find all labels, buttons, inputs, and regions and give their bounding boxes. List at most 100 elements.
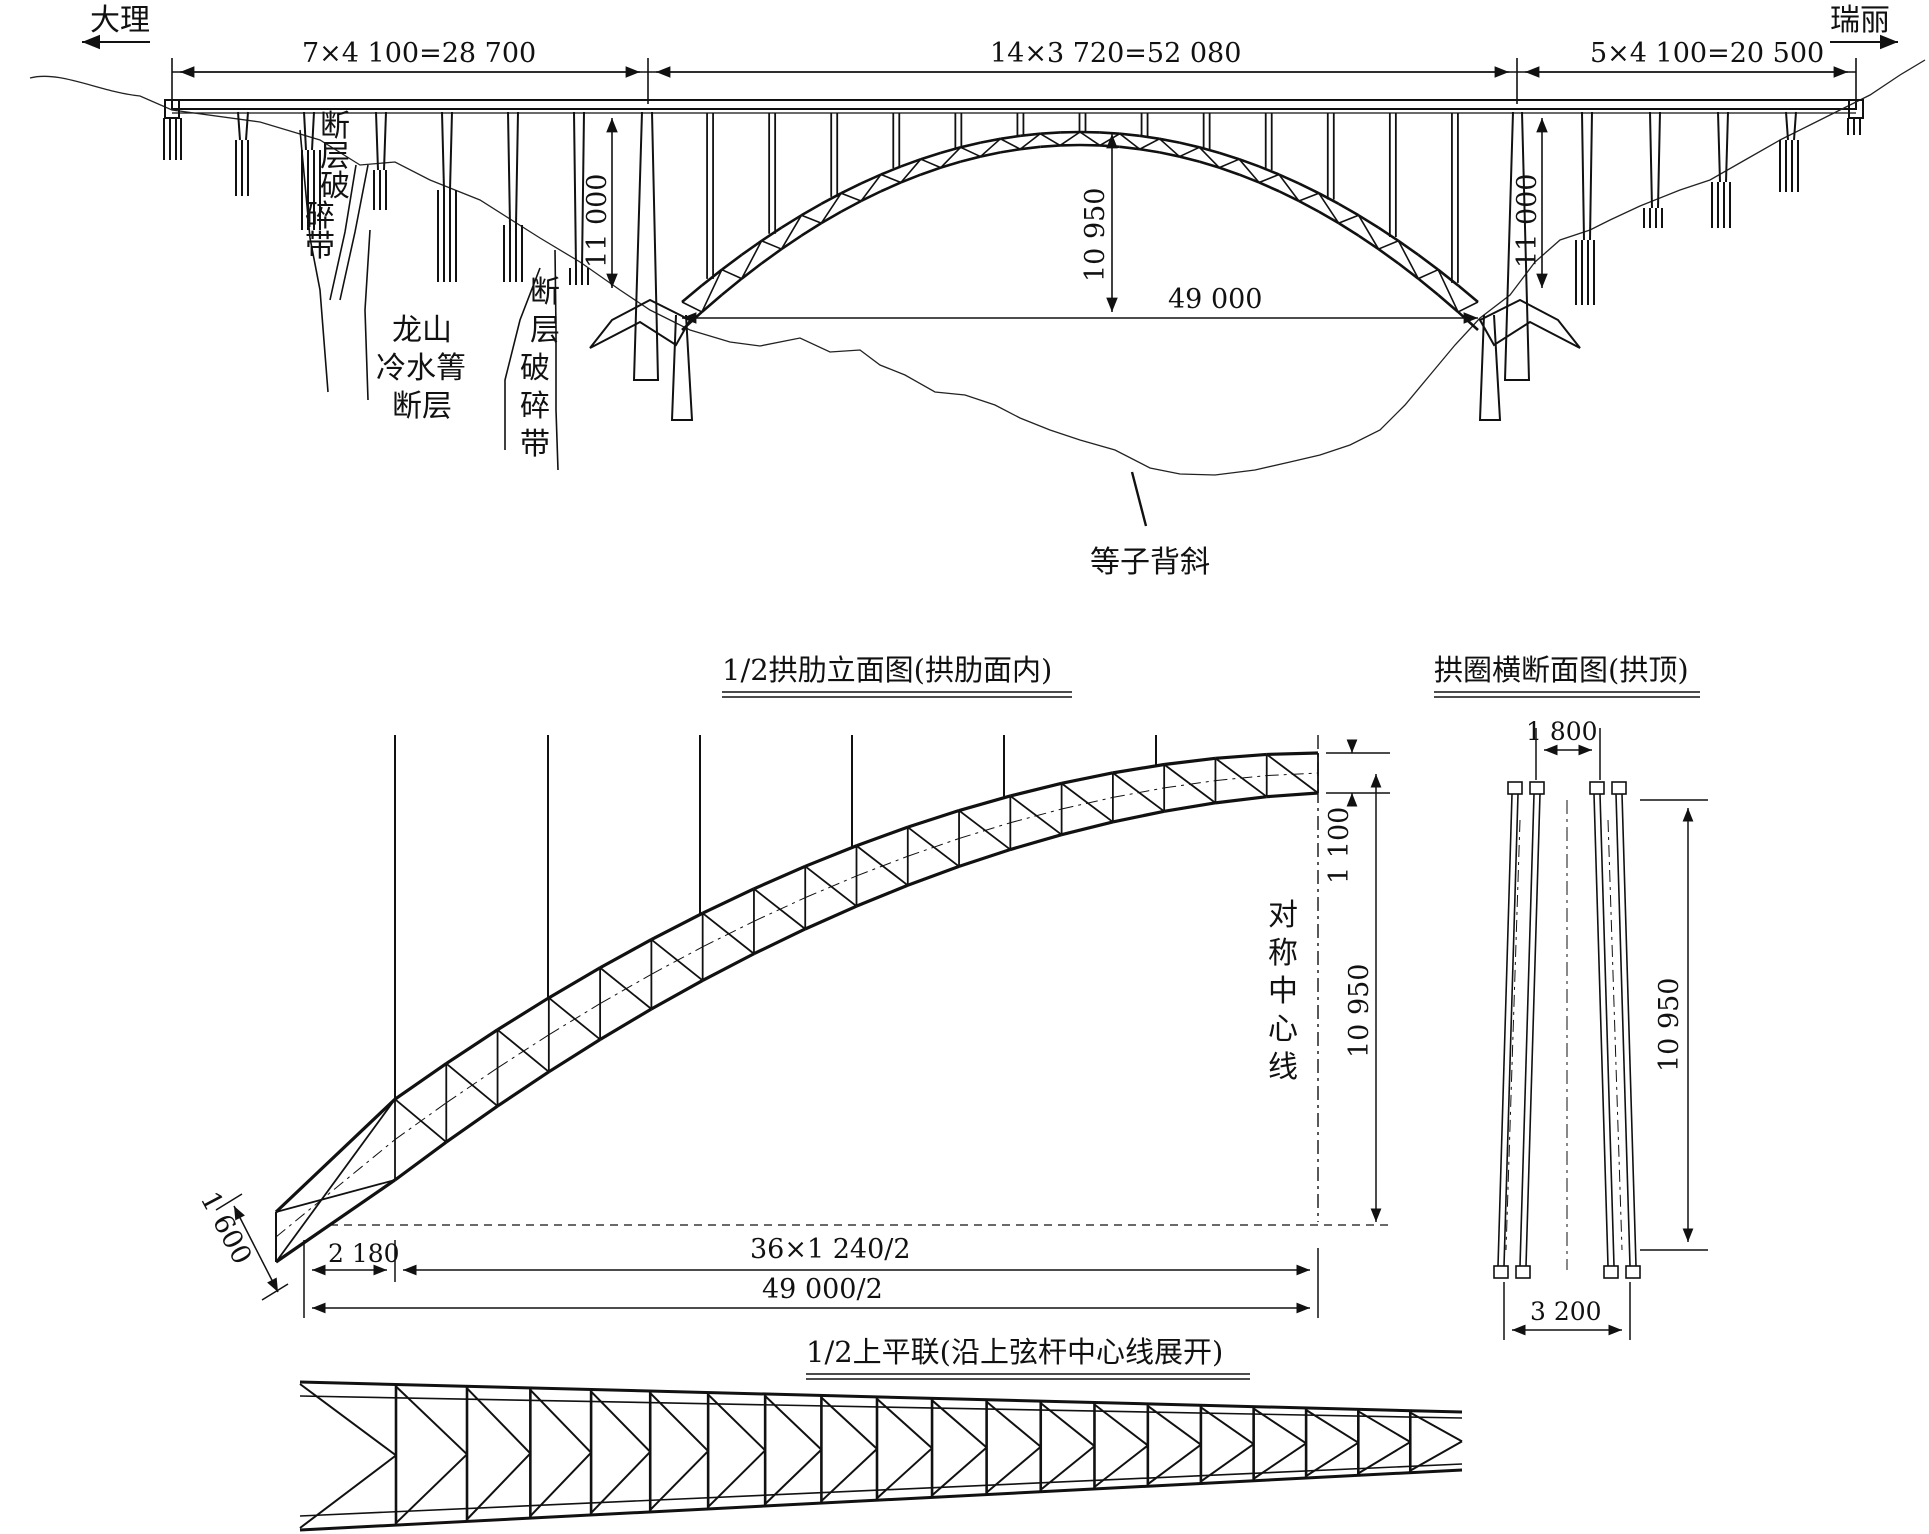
arch-web-diagonal <box>1318 192 1340 224</box>
bracing-chevron <box>1357 1410 1411 1443</box>
rib-upper-chord <box>958 794 1011 813</box>
rib-lower-chord <box>394 1140 448 1182</box>
rib-upper-chord <box>496 996 550 1032</box>
arch-lower-chord <box>960 155 981 163</box>
rib-axis-line <box>651 946 703 975</box>
svg-text:碎: 碎 <box>520 389 550 424</box>
rib-lower-chord <box>855 883 909 908</box>
bracing-chevron <box>1200 1443 1255 1483</box>
bracing-chevron <box>1409 1440 1463 1472</box>
bracing-inner-bottom <box>299 1463 1463 1517</box>
arch-lower-chord <box>701 293 723 313</box>
arch-lower-chord <box>860 190 882 203</box>
fault-zone-label-2: 断 层 破 碎 带 <box>520 275 560 462</box>
rib-lower-chord <box>1163 801 1216 813</box>
rib-upper-chord <box>855 825 909 848</box>
rib-upper-chord <box>394 1062 448 1101</box>
span-center-label: 14×3 720=52 080 <box>990 38 1241 69</box>
crown-depth-dim <box>1326 739 1390 807</box>
rib-axis-line <box>1266 772 1319 777</box>
arch-lower-chord <box>1099 144 1120 149</box>
rib-axis-line <box>599 973 652 1005</box>
rib-upper-chord <box>599 938 653 970</box>
arch-web-diagonal <box>1278 174 1300 202</box>
arch-upper-chord <box>1218 151 1240 161</box>
half-span-label: 49 000/2 <box>762 1274 883 1305</box>
arch-web-diagonal <box>1059 131 1081 147</box>
arch-upper-chord <box>1199 146 1220 155</box>
cross-section-title: 拱圈横断面图(拱顶) <box>1434 653 1689 687</box>
span-dimensions <box>171 58 1857 104</box>
arch-web-diagonal <box>1218 158 1240 169</box>
bracing-chevron <box>1305 1441 1359 1477</box>
rib-upper-chord <box>548 966 601 1000</box>
svg-text:断: 断 <box>530 275 560 310</box>
arch-lower-chord <box>1199 160 1220 169</box>
rib-diagonal <box>702 912 755 955</box>
rib-axis-line <box>1061 796 1113 810</box>
arch-web-diagonal <box>920 158 942 169</box>
bracing-chevron <box>1357 1441 1411 1475</box>
bracing-chevron <box>764 1395 823 1451</box>
arch-upper-chord <box>681 284 703 303</box>
fault-name-label: 龙山 冷水箐 断层 <box>376 313 466 424</box>
arch-web-diagonal <box>761 240 782 250</box>
svg-text:称: 称 <box>1268 936 1298 971</box>
rib-upper-chord <box>1163 756 1216 767</box>
rib-upper-chord <box>650 911 704 941</box>
rib-upper-chord <box>701 887 755 915</box>
bracing-chevron <box>876 1447 933 1499</box>
arch-lower-chord <box>1000 147 1021 154</box>
rib-rise-label: 10 950 <box>1344 964 1375 1058</box>
rib-axis-line <box>856 855 908 877</box>
arch-upper-chord <box>780 214 803 229</box>
rib-horizontal-dims <box>303 1240 1319 1318</box>
section-height-label: 10 950 <box>1654 978 1685 1072</box>
rib-lower-chord <box>650 979 704 1011</box>
arch-lower-chord <box>1357 234 1380 251</box>
rib-axis-line <box>497 1034 550 1069</box>
bracing-chevron <box>395 1385 468 1456</box>
arch-lower-chord <box>840 199 862 213</box>
arch-upper-chord <box>1139 134 1160 141</box>
arch-lower-chord <box>1218 166 1240 176</box>
arch-web-diagonal <box>721 268 743 280</box>
rib-diagonal <box>1112 772 1165 813</box>
rib-lower-chord <box>958 848 1011 868</box>
arch-upper-chord <box>1318 192 1340 205</box>
rib-lower-chord <box>804 904 858 931</box>
bracing-top-chord <box>299 1380 1463 1414</box>
arch-upper-chord <box>1040 131 1061 135</box>
arch-web-diagonal <box>820 192 842 224</box>
arch-web-diagonal <box>1159 138 1181 158</box>
arch-upper-chord <box>1119 132 1140 138</box>
arch-lower-chord <box>1437 293 1459 313</box>
bracing-chevron <box>1200 1406 1255 1445</box>
arch-lower-chord <box>980 151 1001 158</box>
arch-web-diagonal <box>1000 138 1021 150</box>
rib-lower-chord <box>599 1007 653 1041</box>
lateral-bracing-truss <box>299 1380 1463 1532</box>
rib-upper-chord <box>1215 752 1267 760</box>
arch-lower-chord <box>1179 155 1200 163</box>
bracing-bottom-chord <box>299 1468 1463 1532</box>
svg-text:带: 带 <box>305 229 335 264</box>
svg-text:破: 破 <box>520 351 550 386</box>
arch-web-diagonal <box>1298 192 1320 202</box>
arch-upper-chord <box>740 239 763 256</box>
arch-upper-chord <box>1179 141 1200 149</box>
pier-height-left-label: 11 000 <box>582 174 613 268</box>
bracing-chevron <box>1040 1402 1096 1447</box>
svg-text:对: 对 <box>1268 898 1298 933</box>
arch-web-diagonal <box>1258 173 1280 184</box>
arch-lower-chord <box>1318 210 1340 225</box>
rib-truss <box>274 751 1319 1264</box>
rib-axis-line <box>1164 780 1216 789</box>
rib-upper-chord <box>804 844 858 868</box>
arch-upper-chord <box>980 137 1001 144</box>
arch-lower-chord <box>760 248 783 265</box>
svg-text:断层: 断层 <box>392 389 452 424</box>
rib-lower-chord <box>445 1104 499 1144</box>
rib-diagonal <box>1061 782 1114 823</box>
bracing-chevron <box>590 1451 651 1514</box>
